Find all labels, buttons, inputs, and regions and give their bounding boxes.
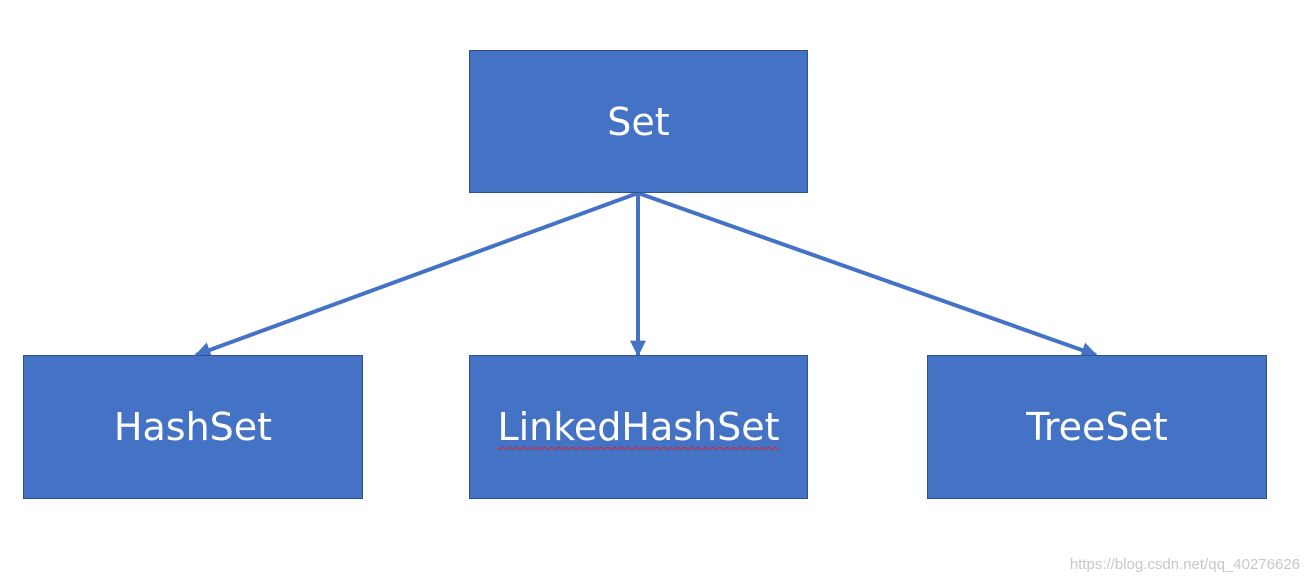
node-treeset-label: TreeSet [1026, 405, 1168, 449]
node-hashset-label: HashSet [113, 405, 273, 449]
node-set-label: Set [607, 99, 670, 144]
watermark-text: https://blog.csdn.net/qq_40276626 [1069, 556, 1300, 573]
node-set: Set [469, 50, 808, 193]
edge-set-to-treeset [637, 191, 1098, 358]
node-linkedhashset: LinkedHashSet [469, 355, 808, 499]
node-linkedhashset-label: LinkedHashSet [497, 405, 780, 449]
node-hashset: HashSet [23, 355, 363, 499]
edge-set-to-hashset [194, 191, 639, 358]
node-treeset: TreeSet [927, 355, 1267, 499]
